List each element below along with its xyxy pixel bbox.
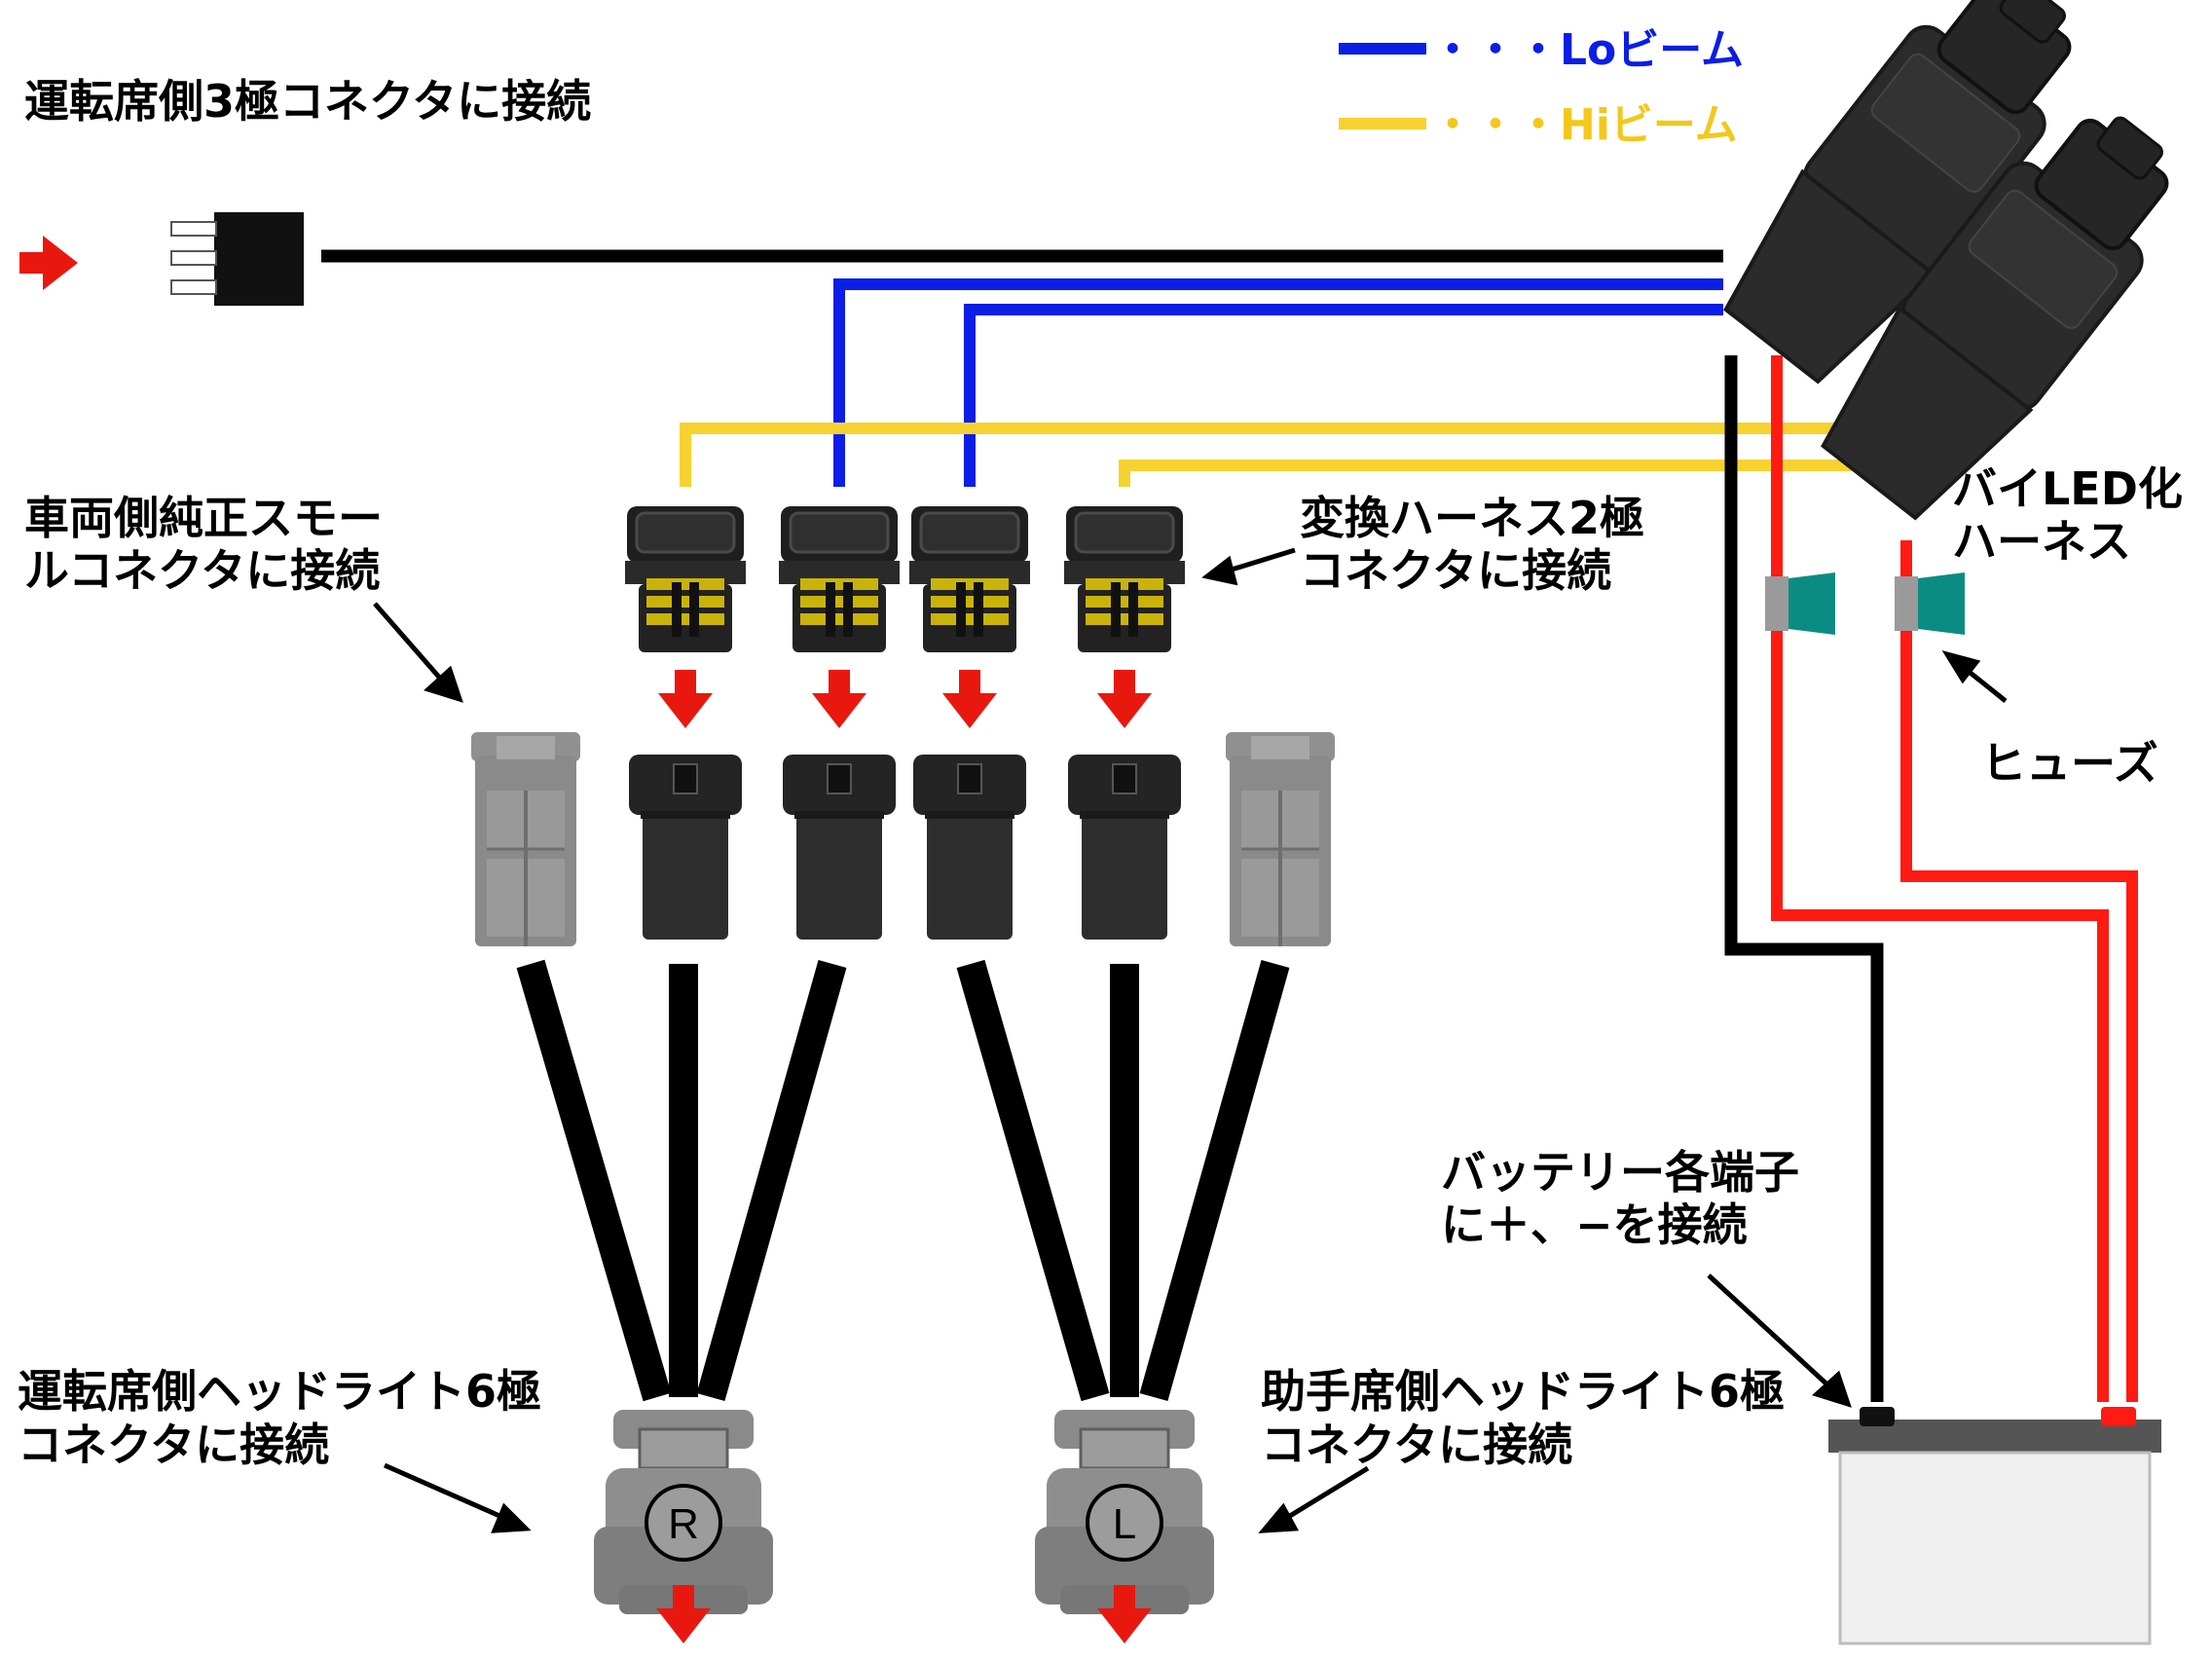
label-conv-2pin-2: コネクタに接続 [1300,544,1611,597]
legend-hi-label: ・・・Hiビーム [1431,100,1738,150]
labels: 運転席側3極コネクタに接続 車両側純正スモー ルコネクタに接続 変換ハーネス2極… [18,75,2183,1471]
label-driver-head-1: 運転席側ヘッドライト6極 [18,1365,541,1418]
passenger-headlight-connector: L [1033,1408,1216,1616]
harness-socket [1067,754,1182,941]
label-passenger-head-2: コネクタに接続 [1261,1419,1572,1471]
legend-lo-label: ・・・Loビーム [1431,25,1744,75]
battery-negative-wire [1724,355,1884,1402]
driver-headlight-connector: R [592,1408,775,1616]
label-driver-head-2: コネクタに接続 [18,1419,329,1471]
vehicle-small-connector [1224,730,1337,948]
vehicle-small-connector [469,730,582,948]
label-fuse: ヒューズ [1981,737,2158,790]
fuse-icon [1765,572,1835,635]
conversion-plug [777,504,902,654]
harness-socket [912,754,1027,941]
conversion-plug [907,504,1032,654]
battery-icon [1828,1407,2161,1645]
label-vehicle-small-1: 車両側純正スモー [24,492,383,544]
pointer-arrows [373,547,2008,1533]
red-arrow-down-icon [658,670,713,728]
label-battery-1: バッテリー各端子 [1441,1146,1799,1199]
conversion-plug [1062,504,1187,654]
red-arrow-left-icon [19,236,78,290]
label-battery-2: に＋、−を接続 [1441,1199,1748,1251]
battery-negative-terminal [1860,1407,1895,1426]
l-harness-wire-1 [956,959,1110,1402]
red-arrow-down-icon [1097,670,1152,728]
hi-beam-wire-left [1119,460,1858,487]
hi-beam-wire-right [680,423,1858,487]
battery-positive-wire-2 [1900,540,2138,1402]
red-arrow-down-icon [812,670,866,728]
label-driver-3pin: 運転席側3極コネクタに接続 [24,75,591,128]
harness-socket [782,754,897,941]
label-passenger-head-1: 助手席側ヘッドライト6極 [1261,1365,1785,1418]
legend-hi-swatch [1339,118,1426,129]
red-arrow-down-icon [942,670,997,728]
driver-3pin-connector [19,212,304,306]
connector-l-badge: L [1113,1500,1136,1548]
harness-socket [628,754,743,941]
label-vehicle-small-2: ルコネクタに接続 [24,544,380,597]
battery-positive-wire-1 [1771,355,2109,1402]
label-conv-2pin-1: 変換ハーネス2極 [1300,492,1644,544]
wires [321,249,2138,1402]
fuse-icon [1895,572,1965,635]
legend: ・・・Loビーム ・・・Hiビーム [1339,25,1744,150]
conversion-plug [623,504,748,654]
l-harness-wire-3 [1139,959,1290,1402]
battery-positive-terminal [2101,1407,2136,1426]
lo-beam-wire-right [833,278,1723,487]
label-bi-led-1: バイLED化 [1952,462,2183,515]
legend-lo-swatch [1339,43,1426,55]
r-harness-wire-1 [516,959,672,1402]
label-bi-led-2: ハーネス [1952,515,2131,568]
r-harness-wire-3 [696,959,847,1402]
connector-r-badge: R [668,1500,699,1548]
